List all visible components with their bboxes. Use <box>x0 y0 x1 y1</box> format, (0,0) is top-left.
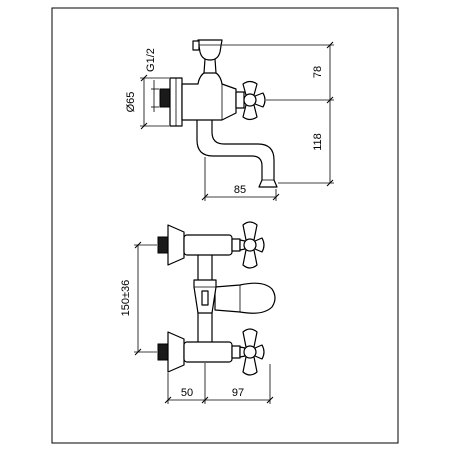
wall-thread <box>157 236 169 254</box>
dimension-tick <box>164 396 274 404</box>
mixer-body <box>181 70 237 121</box>
dimension-tick <box>134 241 142 356</box>
wall-thread <box>159 88 171 108</box>
dimension-tick <box>140 74 148 130</box>
handle-arm-right <box>254 344 265 360</box>
outlet-height-top-label: 78 <box>312 66 324 78</box>
hand-shower-holder <box>197 39 223 61</box>
center-distance-label: 150±36 <box>120 280 132 317</box>
front-elevation-view <box>157 221 276 376</box>
dimension-tick <box>201 193 280 201</box>
handle-cap <box>243 345 257 359</box>
dimension-tick <box>326 41 334 187</box>
wall-thread <box>157 343 169 361</box>
upper-valve <box>157 221 265 269</box>
handle-arm-top <box>242 328 258 348</box>
outlet-height-bottom-label: 118 <box>312 133 324 151</box>
holder-neck <box>203 58 217 74</box>
handle-arm-bottom <box>242 104 258 121</box>
holder-clip <box>192 40 200 51</box>
handle-hub <box>231 238 241 252</box>
eccentric-union <box>167 331 185 373</box>
handle-arm-bottom <box>242 356 258 376</box>
bath-spout <box>214 282 276 314</box>
pipe-to-front-label: 97 <box>232 387 244 399</box>
handle-arm-bottom <box>242 249 258 269</box>
lower-valve <box>157 328 265 376</box>
bath-spout <box>196 115 278 188</box>
drawing-frame <box>51 7 399 444</box>
handle-arm-top <box>242 80 258 96</box>
side-view-dimensions: G1/2 Ø65 78 118 85 <box>125 41 334 201</box>
wall-to-pipe-label: 50 <box>181 387 193 399</box>
handle-arm-top <box>242 221 258 241</box>
valve-body <box>183 341 233 363</box>
handle-hub <box>231 345 241 359</box>
handle-cap <box>243 238 257 252</box>
handle-arm-right <box>254 92 266 108</box>
handle-cap <box>243 93 257 107</box>
handle-hub <box>235 91 245 109</box>
flange-diameter-label: Ø65 <box>125 92 137 113</box>
front-view-dimensions: 150±36 50 97 <box>120 241 274 404</box>
valve-body <box>183 234 233 256</box>
holder-clip <box>201 290 209 306</box>
spout-projection-label: 85 <box>234 184 246 196</box>
eccentric-union <box>167 224 185 266</box>
handle-arm-right <box>254 237 265 253</box>
thread-label: G1/2 <box>145 48 157 72</box>
side-elevation-view <box>159 39 278 188</box>
